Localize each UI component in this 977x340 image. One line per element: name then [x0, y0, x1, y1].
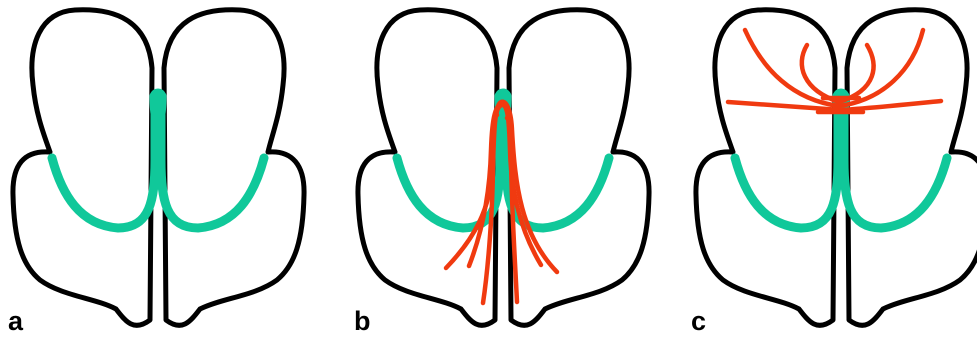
panel-c — [696, 10, 977, 326]
panel-c-left-lobe — [696, 10, 835, 326]
panel-a-right-lobe — [164, 10, 304, 326]
panel-label-b: b — [354, 308, 371, 335]
panel-a-left-lobe — [13, 10, 152, 326]
panel-b-right-lobe — [509, 10, 649, 326]
panel-a-green-tract — [52, 93, 264, 228]
panel-label-a: a — [8, 308, 23, 335]
panel-a — [13, 10, 304, 326]
panel-b-left-lobe — [358, 10, 497, 326]
panel-b-green-tract — [397, 93, 609, 228]
panel-label-c: c — [691, 308, 706, 335]
panel-b — [358, 10, 649, 326]
